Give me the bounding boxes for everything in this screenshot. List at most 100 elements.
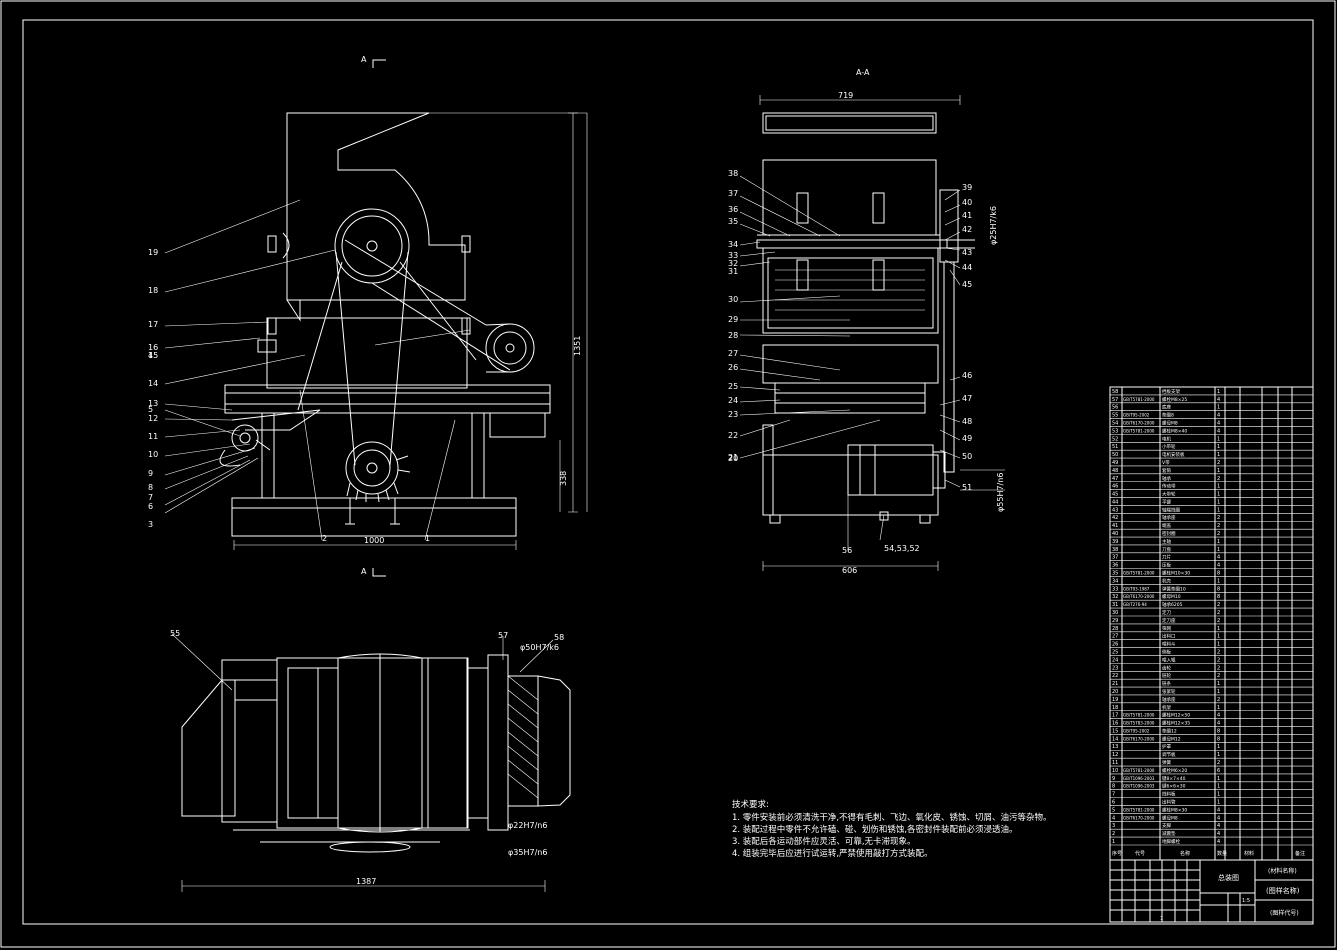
bom-cell-qty: 1 <box>1217 784 1220 790</box>
front-balloon-15: 15 <box>148 351 158 360</box>
bom-cell-name: 端盖 <box>1162 522 1171 529</box>
side-balloon-27: 27 <box>728 349 738 358</box>
bom-cell-name: 螺栓M8×25 <box>1162 396 1187 403</box>
bom-cell-seq: 55 <box>1112 413 1118 419</box>
bom-cell-qty: 4 <box>1217 413 1220 419</box>
bom-cell-name: 调节板 <box>1162 751 1176 758</box>
bom-cell-seq: 56 <box>1112 405 1118 411</box>
side-balloon-group: 3837363534333231302928272625242322212039… <box>728 169 972 555</box>
bom-cell-qty: 4 <box>1217 397 1220 403</box>
bom-cell-seq: 17 <box>1112 713 1118 719</box>
front-view: A <box>148 55 588 577</box>
side-balloon-38: 38 <box>728 169 738 178</box>
bom-header-seq: 序号 <box>1112 850 1122 857</box>
bom-cell-seq: 4 <box>1112 815 1115 821</box>
top-balloon-55: 55 <box>170 629 180 638</box>
bom-cell-seq: 35 <box>1112 571 1118 577</box>
top-dim-width: 1387 <box>356 877 376 886</box>
bom-cell-seq: 42 <box>1112 515 1118 521</box>
bom-cell-code: GB/T5781-2000 <box>1123 428 1155 433</box>
bom-cell-qty: 1 <box>1217 578 1220 584</box>
bom-cell-seq: 30 <box>1112 610 1118 616</box>
bom-cell-qty: 8 <box>1217 728 1220 734</box>
bom-cell-name: 轴承座 <box>1162 696 1176 703</box>
bom-cell-name: 底座 <box>1162 404 1171 411</box>
material-placeholder: (材料名称) <box>1268 867 1297 875</box>
bom-cell-qty: 1 <box>1217 752 1220 758</box>
bom-cell-qty: 4 <box>1217 839 1220 845</box>
bom-cell-qty: 2 <box>1217 460 1220 466</box>
bom-header-material: 材料 <box>1244 850 1254 857</box>
bom-cell-name: 机架 <box>1162 704 1171 711</box>
front-dim-height: 1351 <box>573 336 582 356</box>
bom-cell-seq: 25 <box>1112 649 1118 655</box>
bom-cell-seq: 10 <box>1112 768 1118 774</box>
bom-cell-seq: 40 <box>1112 531 1118 537</box>
bom-cell-name: 螺母M8 <box>1162 419 1178 426</box>
side-dim-top: 719 <box>838 91 853 100</box>
bom-cell-name: 筛网 <box>1162 625 1171 632</box>
front-balloon-1: 1 <box>425 534 430 543</box>
bom-cell-seq: 57 <box>1112 397 1118 403</box>
bom-cell-seq: 14 <box>1112 736 1118 742</box>
side-balloon-50: 50 <box>962 452 972 461</box>
bom-cell-code: GB/T5781-2000 <box>1123 397 1155 402</box>
bom-header-remark: 备注 <box>1295 850 1305 857</box>
bom-cell-name: 定刀座 <box>1162 617 1176 624</box>
bom-cell-qty: 4 <box>1217 428 1220 434</box>
bom-cell-name: 出料管 <box>1162 799 1176 806</box>
bom-cell-name: 张紧轮 <box>1162 688 1176 695</box>
bom-cell-name: 弹簧 <box>1162 759 1171 766</box>
side-section-label: A-A <box>856 68 870 77</box>
bom-cell-seq: 33 <box>1112 586 1118 592</box>
bom-cell-qty: 2 <box>1217 515 1220 521</box>
bom-cell-qty: 2 <box>1217 602 1220 608</box>
bom-cell-seq: 41 <box>1112 523 1118 529</box>
bom-cell-code: GB/T1096-2003 <box>1123 776 1155 781</box>
bom-cell-name: 电机 <box>1162 435 1171 442</box>
bom-cell-qty: 2 <box>1217 610 1220 616</box>
notes-line-4: 4. 组装完毕后应进行试运转,严禁使用敲打方式装配。 <box>732 848 933 859</box>
side-balloon-42: 42 <box>962 225 972 234</box>
bom-cell-code: GB/T6170-2000 <box>1123 594 1155 599</box>
side-balloon-bottom-1: 56 <box>842 546 852 555</box>
bom-cell-name: 轴承6205 <box>1162 601 1183 608</box>
bom-cell-code: GB/T5781-2000 <box>1123 713 1155 718</box>
notes-line-3: 3. 装配后各运动部件应灵活、可靠,无卡滞现象。 <box>732 836 916 847</box>
bom-cell-name: 机壳 <box>1162 577 1171 584</box>
bom-cell-seq: 54 <box>1112 420 1118 426</box>
bom-cell-seq: 3 <box>1112 823 1115 829</box>
bom-cell-qty: 2 <box>1217 697 1220 703</box>
front-balloon-3: 3 <box>148 520 153 529</box>
side-dim-shaft: φ25H7/k6 <box>989 206 998 245</box>
bom-cell-seq: 53 <box>1112 428 1118 434</box>
bom-header-qty: 数量 <box>1217 850 1227 857</box>
bom-cell-seq: 48 <box>1112 468 1118 474</box>
bom-cell-qty: 8 <box>1217 586 1220 592</box>
top-balloon-58: 58 <box>554 633 564 642</box>
front-balloon-17: 17 <box>148 320 158 329</box>
bom-cell-name: 螺母M10 <box>1162 593 1181 600</box>
bom-cell-qty: 1 <box>1217 484 1220 490</box>
bom-cell-seq: 21 <box>1112 681 1118 687</box>
bom-cell-qty: 1 <box>1217 492 1220 498</box>
bom-cell-name: 平键 <box>1162 498 1171 505</box>
top-dim-b: φ22H7/n6 <box>508 821 547 830</box>
notes-heading: 技术要求: <box>732 799 769 810</box>
bom-cell-qty: 4 <box>1217 831 1220 837</box>
side-balloon-26: 26 <box>728 363 738 372</box>
side-balloon-22: 22 <box>728 431 738 440</box>
bom-cell-name: 密封圈 <box>1162 530 1176 537</box>
section-mark-top: A <box>361 55 367 64</box>
bom-cell-code: GB/T6170-2000 <box>1123 420 1155 425</box>
bom-cell-seq: 6 <box>1112 800 1115 806</box>
side-balloon-25: 25 <box>728 382 738 391</box>
front-dim-width: 1000 <box>364 536 384 545</box>
side-balloon-34: 34 <box>728 240 738 249</box>
bom-cell-qty: 4 <box>1217 713 1220 719</box>
bom-cell-seq: 32 <box>1112 594 1118 600</box>
side-balloon-20: 20 <box>728 454 738 463</box>
side-balloon-48: 48 <box>962 417 972 426</box>
